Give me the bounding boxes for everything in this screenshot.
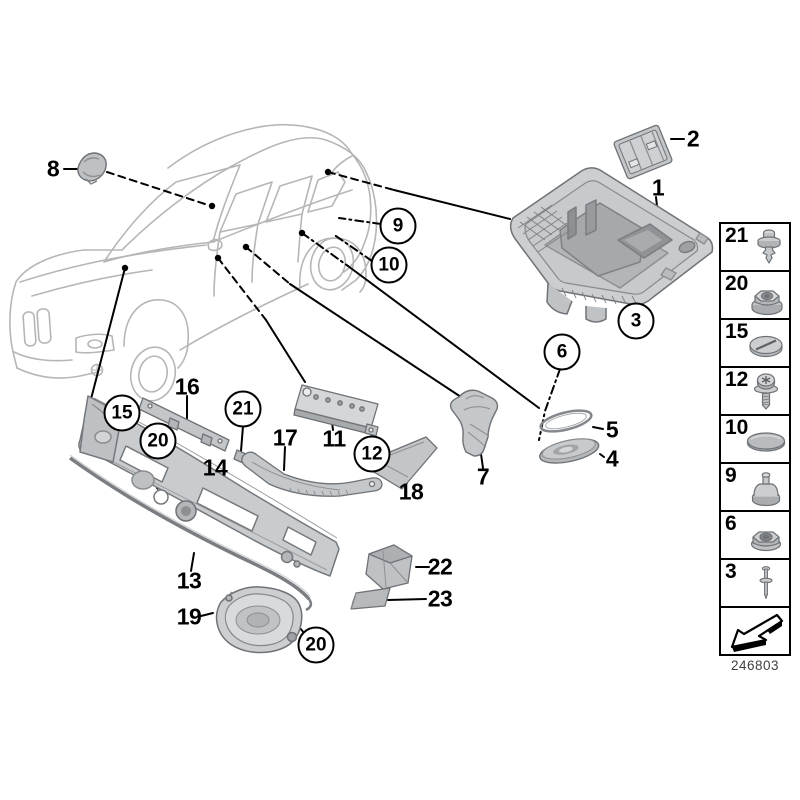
expanding-rivet-icon [757, 229, 781, 264]
legend-direction-arrow[interactable] [719, 606, 791, 656]
flange-nut-icon [750, 531, 782, 552]
callout-circle-12[interactable]: 12 [353, 435, 391, 473]
part-partition-panel[interactable] [613, 124, 673, 180]
legend-item-15[interactable]: 15 [719, 318, 791, 368]
part-foam-block-22[interactable] [365, 544, 413, 590]
legend-item-20[interactable]: 20 [719, 270, 791, 320]
callout-14[interactable]: 14 [202, 454, 228, 481]
blind-rivet-icon [759, 566, 773, 600]
callout-16[interactable]: 16 [174, 373, 200, 400]
leader-dots [121, 168, 332, 272]
callout-1[interactable]: 1 [651, 174, 665, 201]
part-cover-plate[interactable] [538, 434, 601, 467]
callout-circle-6[interactable]: 6 [543, 333, 581, 371]
plastic-flange-nut-icon [751, 290, 783, 316]
part-cowl-end-18[interactable] [363, 436, 438, 490]
callout-8[interactable]: 8 [46, 155, 60, 182]
callout-circle-3[interactable]: 3 [617, 302, 655, 340]
callout-2[interactable]: 2 [686, 125, 700, 152]
callout-23[interactable]: 23 [427, 585, 453, 612]
part-corner-channel-7[interactable] [449, 389, 499, 457]
callout-circle-10[interactable]: 10 [370, 246, 408, 284]
part-bracket-plate[interactable] [293, 384, 379, 437]
callout-circle-21[interactable]: 21 [224, 390, 262, 428]
part-water-tray-19[interactable] [215, 586, 303, 654]
car-outline [9, 123, 378, 402]
callout-circle-20b[interactable]: 20 [297, 626, 335, 664]
callout-circle-15[interactable]: 15 [103, 394, 141, 432]
fastener-legend: 21 20 15 [719, 222, 791, 656]
part-luggage-tray[interactable] [509, 167, 714, 323]
callout-7[interactable]: 7 [476, 463, 490, 490]
part-foam-pad-23[interactable] [350, 587, 391, 610]
callout-13[interactable]: 13 [176, 567, 202, 594]
callout-5[interactable]: 5 [605, 416, 619, 443]
callout-11[interactable]: 11 [322, 425, 346, 452]
callout-4[interactable]: 4 [605, 445, 619, 472]
callout-22[interactable]: 22 [427, 553, 453, 580]
direction-arrow-icon [730, 613, 784, 652]
grommet-plug-icon [751, 472, 781, 507]
part-sealing-ring[interactable] [539, 406, 594, 435]
slotted-cover-cap-icon [749, 335, 783, 358]
legend-item-6[interactable]: 6 [719, 510, 791, 560]
callout-19[interactable]: 19 [176, 603, 202, 630]
part-mirror-gasket[interactable] [77, 152, 107, 185]
legend-item-12[interactable]: 12 [719, 366, 791, 416]
legend-item-10[interactable]: 10 [719, 414, 791, 464]
callout-circle-20[interactable]: 20 [139, 422, 177, 460]
legend-item-9[interactable]: 9 [719, 462, 791, 512]
callout-18[interactable]: 18 [398, 478, 424, 505]
part-rubber-seal[interactable] [68, 454, 313, 612]
callout-17[interactable]: 17 [272, 424, 298, 451]
tray-hatch [517, 204, 637, 305]
blind-plug-icon [746, 432, 786, 452]
callout-circle-9[interactable]: 9 [379, 207, 417, 245]
part-cowl-strip-17[interactable] [233, 449, 383, 497]
legend-item-3[interactable]: 3 [719, 558, 791, 608]
diagram-number: 246803 [730, 658, 780, 673]
torx-screw-icon [753, 373, 779, 410]
legend-item-21[interactable]: 21 [719, 222, 791, 272]
